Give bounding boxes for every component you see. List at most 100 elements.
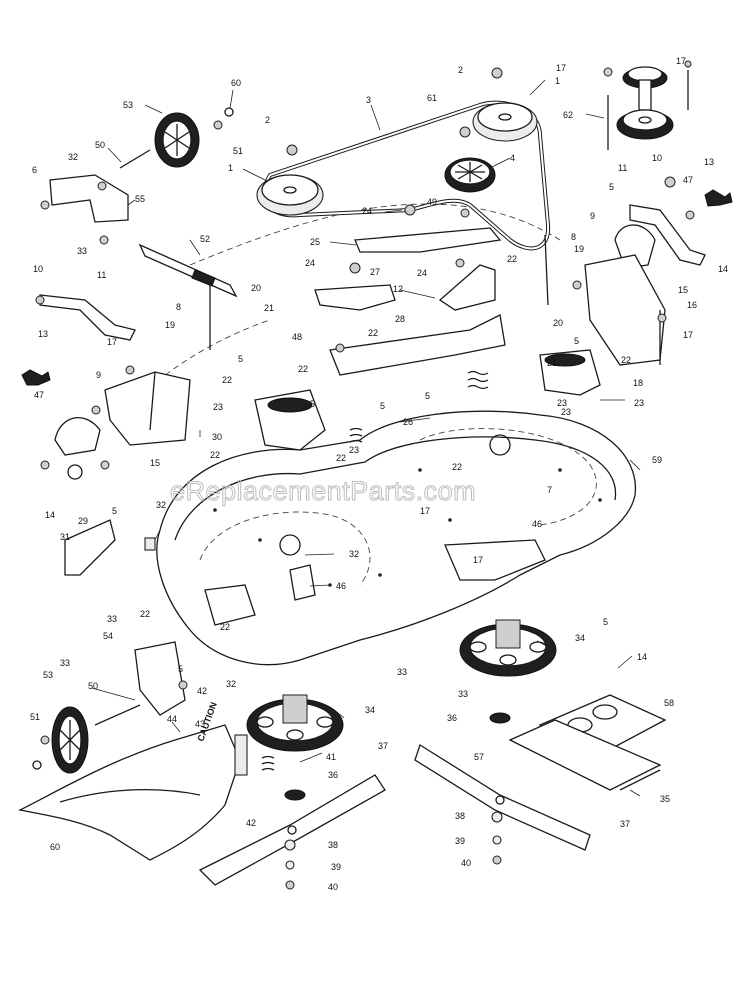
callout-33: 33 bbox=[397, 667, 407, 677]
callout-17: 17 bbox=[107, 337, 117, 347]
callout-37: 37 bbox=[378, 741, 388, 751]
callout-2: 2 bbox=[458, 65, 463, 75]
callout-23: 23 bbox=[349, 445, 359, 455]
callout-20: 20 bbox=[553, 318, 563, 328]
watermark: eReplacementParts.com bbox=[170, 476, 476, 506]
callout-10: 10 bbox=[33, 264, 43, 274]
lift-arm-left bbox=[35, 294, 136, 341]
callout-58: 58 bbox=[664, 698, 674, 708]
callout-23: 23 bbox=[561, 407, 571, 417]
callout-26: 26 bbox=[403, 417, 413, 427]
callout-11: 11 bbox=[97, 270, 106, 280]
callout-55: 55 bbox=[135, 194, 145, 204]
callout-61: 61 bbox=[427, 93, 437, 103]
callout-42: 42 bbox=[246, 818, 256, 828]
bracket-30 bbox=[91, 365, 191, 446]
callout-22: 22 bbox=[140, 609, 150, 619]
callout-16: 16 bbox=[687, 300, 697, 310]
spindle-left bbox=[246, 694, 344, 801]
callout-57: 57 bbox=[474, 752, 484, 762]
callout-32: 32 bbox=[68, 152, 78, 162]
callout-5: 5 bbox=[425, 391, 430, 401]
idler-pulley bbox=[444, 157, 496, 193]
callout-22: 22 bbox=[621, 355, 631, 365]
callout-46: 46 bbox=[532, 519, 542, 529]
bracket-54 bbox=[134, 641, 188, 716]
callout-60: 60 bbox=[231, 78, 241, 88]
callout-23: 23 bbox=[557, 398, 567, 408]
callout-4: 4 bbox=[510, 153, 515, 163]
mower-deck bbox=[156, 410, 637, 666]
callout-46: 46 bbox=[336, 581, 346, 591]
callout-35: 35 bbox=[660, 794, 670, 804]
callout-6: 6 bbox=[32, 165, 37, 175]
bracket-18 bbox=[572, 254, 667, 366]
discharge-chute: CAUTION bbox=[18, 701, 241, 861]
gauge-wheel-top bbox=[119, 107, 234, 169]
callout-32: 32 bbox=[349, 549, 359, 559]
callout-34: 34 bbox=[575, 633, 585, 643]
callout-62: 62 bbox=[563, 110, 573, 120]
callout-23: 23 bbox=[634, 398, 644, 408]
callout-12: 12 bbox=[393, 284, 403, 294]
callout-60: 60 bbox=[50, 842, 60, 852]
callout-5: 5 bbox=[178, 664, 183, 674]
callout-47: 47 bbox=[34, 390, 44, 400]
bracket-46 bbox=[204, 539, 546, 626]
blade-left bbox=[198, 774, 386, 886]
callout-23: 23 bbox=[213, 402, 223, 412]
callout-50: 50 bbox=[95, 140, 105, 150]
callout-22: 22 bbox=[368, 328, 378, 338]
double-pulley bbox=[616, 66, 674, 140]
callout-42: 42 bbox=[197, 686, 207, 696]
callout-2: 2 bbox=[265, 115, 270, 125]
callout-22: 22 bbox=[210, 450, 220, 460]
callout-14: 14 bbox=[637, 652, 647, 662]
hardware-top bbox=[286, 60, 692, 156]
callout-39: 39 bbox=[331, 862, 341, 872]
callout-27: 27 bbox=[370, 267, 380, 277]
callout-39: 39 bbox=[455, 836, 465, 846]
callout-14: 14 bbox=[718, 264, 728, 274]
callout-33: 33 bbox=[458, 689, 468, 699]
callout-37: 37 bbox=[620, 819, 630, 829]
callout-36: 36 bbox=[447, 713, 457, 723]
callout-19: 19 bbox=[165, 320, 175, 330]
leader-lines bbox=[91, 79, 641, 797]
callout-36: 36 bbox=[328, 770, 338, 780]
callout-53: 53 bbox=[43, 670, 53, 680]
callout-40: 40 bbox=[461, 858, 471, 868]
callout-17: 17 bbox=[420, 506, 430, 516]
callout-5: 5 bbox=[238, 354, 243, 364]
callout-7: 7 bbox=[547, 485, 552, 495]
callout-22: 22 bbox=[507, 254, 517, 264]
callout-5: 5 bbox=[310, 399, 315, 409]
lift-arm-right bbox=[629, 176, 733, 266]
callout-18: 18 bbox=[633, 378, 643, 388]
callout-51: 51 bbox=[30, 712, 40, 722]
callout-31: 31 bbox=[60, 532, 70, 542]
callout-14: 14 bbox=[45, 510, 55, 520]
callout-1: 1 bbox=[228, 163, 233, 173]
spring-26 bbox=[349, 370, 489, 443]
callout-47: 47 bbox=[683, 175, 693, 185]
callout-17: 17 bbox=[683, 330, 693, 340]
callout-24: 24 bbox=[305, 258, 315, 268]
callout-38: 38 bbox=[455, 811, 465, 821]
callout-32: 32 bbox=[226, 679, 236, 689]
callout-41: 41 bbox=[326, 752, 336, 762]
rod-52 bbox=[138, 243, 238, 350]
callout-11: 11 bbox=[618, 163, 627, 173]
callout-40: 40 bbox=[328, 882, 338, 892]
callout-52: 52 bbox=[200, 234, 210, 244]
callout-53: 53 bbox=[123, 100, 133, 110]
callout-13: 13 bbox=[38, 329, 48, 339]
callout-5: 5 bbox=[380, 401, 385, 411]
spindle-right bbox=[459, 619, 557, 724]
callout-21: 21 bbox=[264, 303, 274, 313]
callout-8: 8 bbox=[176, 302, 181, 312]
callout-43: 43 bbox=[195, 719, 205, 729]
callout-33: 33 bbox=[77, 246, 87, 256]
